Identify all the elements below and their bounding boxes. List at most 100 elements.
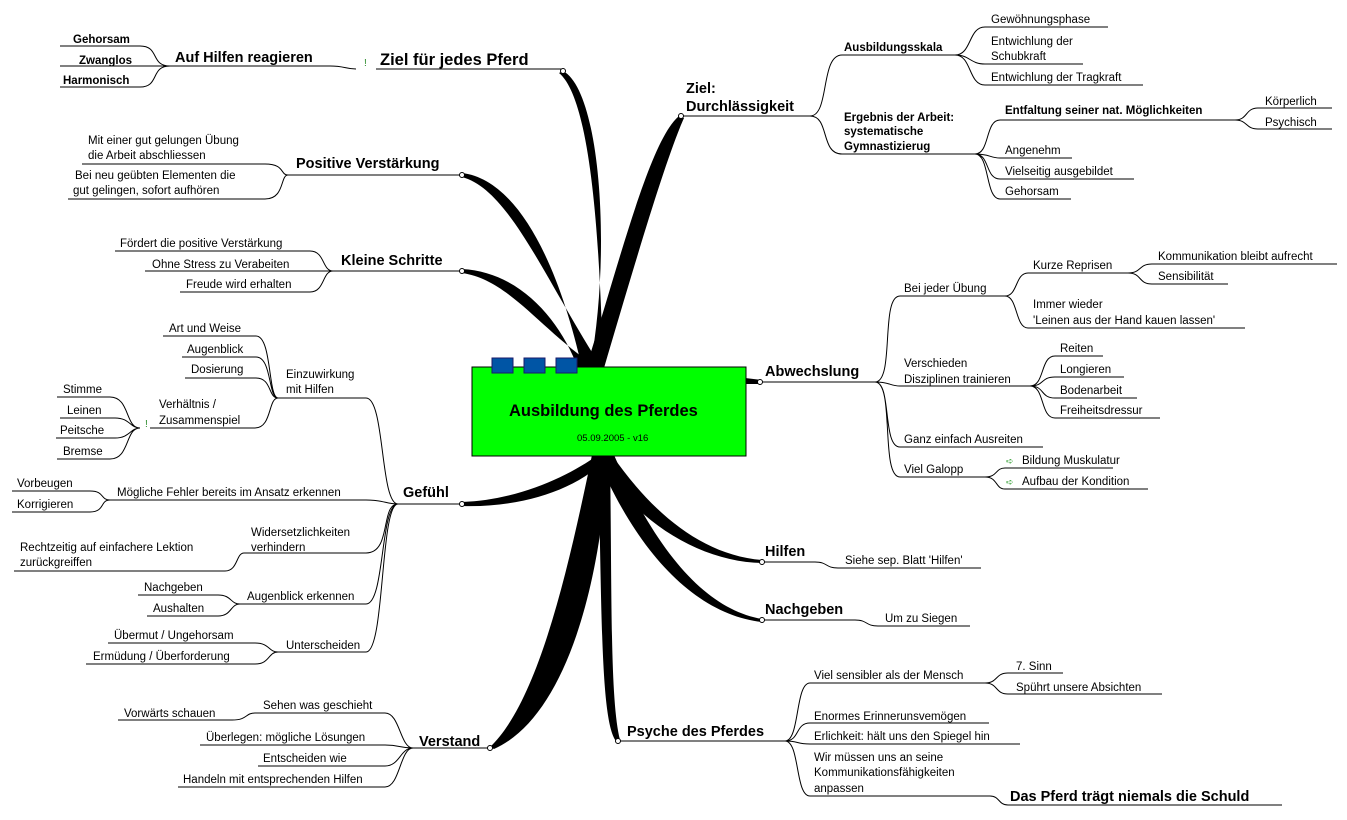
leaf-muskulatur[interactable]: Bildung Muskulatur <box>1022 455 1120 467</box>
leaf-stimme[interactable]: Stimme <box>63 384 102 396</box>
leaf-art-weise[interactable]: Art und Weise <box>169 323 241 335</box>
leaf-schubkraft-a[interactable]: Entwichlung der <box>991 36 1073 48</box>
leaf-gehorsam-right[interactable]: Gehorsam <box>1005 186 1059 198</box>
leaf-siebter-sinn[interactable]: 7. Sinn <box>1016 661 1052 673</box>
topic-hilfen-label[interactable]: Hilfen <box>765 544 805 560</box>
topic-gefuehl-label[interactable]: Gefühl <box>403 485 449 501</box>
leaf-reiten[interactable]: Reiten <box>1060 343 1093 355</box>
topic-abwechslung-label[interactable]: Abwechslung <box>765 364 859 380</box>
leaf-erlichkeit[interactable]: Erlichkeit: hält uns den Spiegel hin <box>814 731 990 743</box>
node-ergebnis-b[interactable]: systematische <box>844 126 923 138</box>
node-augenblick-erkennen[interactable]: Augenblick erkennen <box>247 591 354 603</box>
leaf-kleine-2[interactable]: Ohne Stress zu Verabeiten <box>152 259 289 271</box>
leaf-kleine-1[interactable]: Fördert die positive Verstärkung <box>120 238 282 250</box>
leaf-kleine-3[interactable]: Freude wird erhalten <box>186 279 291 291</box>
leaf-angenehm[interactable]: Angenehm <box>1005 145 1061 157</box>
leaf-bremse[interactable]: Bremse <box>63 446 103 458</box>
leaf-vielseitig[interactable]: Vielseitig ausgebildet <box>1005 166 1114 178</box>
leaf-handeln[interactable]: Handeln mit entsprechenden Hilfen <box>183 774 363 786</box>
topic-ziel-right-b[interactable]: Durchlässigkeit <box>686 99 794 115</box>
node-disziplinen-b[interactable]: Disziplinen trainieren <box>904 374 1011 386</box>
topic-positive-label[interactable]: Positive Verstärkung <box>296 156 439 172</box>
node-sehen[interactable]: Sehen was geschieht <box>263 700 373 712</box>
topic-kleine[interactable]: Kleine Schritte Fördert die positive Ver… <box>115 238 465 293</box>
node-ausbildungsskala[interactable]: Ausbildungsskala <box>844 42 943 54</box>
topic-verstand[interactable]: Verstand Sehen was geschieht Vorwärts sc… <box>118 700 493 788</box>
leaf-kommunikation[interactable]: Kommunikation bleibt aufrecht <box>1158 251 1313 263</box>
topic-ziel-pferd-label[interactable]: Ziel für jedes Pferd <box>380 51 529 69</box>
central-topic[interactable]: Ausbildung des Pferdes 05.09.2005 - v16 <box>471 357 747 457</box>
leaf-tragkraft[interactable]: Entwichlung der Tragkraft <box>991 72 1122 84</box>
node-einzuwirkung-b[interactable]: mit Hilfen <box>286 384 334 396</box>
leaf-ueberlegen[interactable]: Überlegen: mögliche Lösungen <box>206 732 365 744</box>
node-disziplinen-a[interactable]: Verschieden <box>904 358 967 370</box>
node-bei-jeder-uebung[interactable]: Bei jeder Übung <box>904 283 986 295</box>
topic-positive[interactable]: Positive Verstärkung Mit einer gut gelun… <box>68 135 465 200</box>
leaf-rechtzeitig-a[interactable]: Rechtzeitig auf einfachere Lektion <box>20 542 193 554</box>
node-einzuwirkung-a[interactable]: Einzuwirkung <box>286 369 354 381</box>
leaf-koerperlich[interactable]: Körperlich <box>1265 96 1317 108</box>
topic-nachgeben-label[interactable]: Nachgeben <box>765 602 843 618</box>
leaf-erinnerung[interactable]: Enormes Erinnerunsvemögen <box>814 711 966 723</box>
node-ergebnis-a[interactable]: Ergebnis der Arbeit: <box>844 112 954 124</box>
node-verhaeltnis-b[interactable]: Zusammenspiel <box>159 415 240 427</box>
leaf-dosierung[interactable]: Dosierung <box>191 364 243 376</box>
central-topic-box[interactable] <box>471 366 747 457</box>
leaf-siehe-blatt[interactable]: Siehe sep. Blatt 'Hilfen' <box>845 555 963 567</box>
topic-ziel-right-a[interactable]: Ziel: <box>686 81 716 97</box>
leaf-psychisch[interactable]: Psychisch <box>1265 117 1317 129</box>
topic-nachgeben[interactable]: Nachgeben Um zu Siegen <box>759 602 971 627</box>
topic-psyche[interactable]: Psyche des Pferdes Viel sensibler als de… <box>615 661 1283 806</box>
leaf-leinen[interactable]: Leinen <box>67 405 102 417</box>
node-anpassen-a[interactable]: Wir müssen uns an seine <box>814 752 943 764</box>
topic-abwechslung[interactable]: Abwechslung Bei jeder Übung Kurze Repris… <box>757 251 1338 490</box>
topic-gefuehl[interactable]: Gefühl Einzuwirkung mit Hilfen Art und W… <box>12 323 465 665</box>
leaf-longieren[interactable]: Longieren <box>1060 364 1111 376</box>
node-widersetz-b[interactable]: verhindern <box>251 542 305 554</box>
node-anpassen-b[interactable]: Kommunikationsfähigkeiten <box>814 767 955 779</box>
leaf-uebermut[interactable]: Übermut / Ungehorsam <box>114 630 234 642</box>
leaf-absichten[interactable]: Spührt unsere Absichten <box>1016 682 1141 694</box>
leaf-korrigieren[interactable]: Korrigieren <box>17 499 73 511</box>
node-ausreiten[interactable]: Ganz einfach Ausreiten <box>904 434 1023 446</box>
leaf-um-zu-siegen[interactable]: Um zu Siegen <box>885 613 957 625</box>
leaf-immer-a[interactable]: Immer wieder <box>1033 299 1103 311</box>
topic-psyche-label[interactable]: Psyche des Pferdes <box>627 724 764 740</box>
leaf-positive-2a[interactable]: Bei neu geübten Elementen die <box>75 170 235 182</box>
leaf-gehorsam[interactable]: Gehorsam <box>73 34 130 46</box>
leaf-positive-1b[interactable]: die Arbeit abschliessen <box>88 150 206 162</box>
subtopic-hilfen-reagieren[interactable]: Auf Hilfen reagieren <box>175 50 313 66</box>
leaf-aushalten[interactable]: Aushalten <box>153 603 204 615</box>
leaf-harmonisch[interactable]: Harmonisch <box>63 75 129 87</box>
leaf-positive-1a[interactable]: Mit einer gut gelungen Übung <box>88 135 239 147</box>
leaf-schuld[interactable]: Das Pferd trägt niemals die Schuld <box>1010 789 1249 805</box>
node-widersetz-a[interactable]: Widersetzlichkeiten <box>251 527 350 539</box>
node-sensibler[interactable]: Viel sensibler als der Mensch <box>814 670 963 682</box>
node-ergebnis-c[interactable]: Gymnastizierug <box>844 141 930 153</box>
node-kurze-reprisen[interactable]: Kurze Reprisen <box>1033 260 1112 272</box>
leaf-vorbeugen[interactable]: Vorbeugen <box>17 478 73 490</box>
topic-verstand-label[interactable]: Verstand <box>419 734 480 750</box>
topic-ziel-right[interactable]: Ziel: Durchlässigkeit Ausbildungsskala G… <box>678 14 1333 200</box>
leaf-freiheitsdressur[interactable]: Freiheitsdressur <box>1060 405 1143 417</box>
leaf-immer-b[interactable]: 'Leinen aus der Hand kauen lassen' <box>1033 315 1215 327</box>
node-viel-galopp[interactable]: Viel Galopp <box>904 464 963 476</box>
leaf-vorwaerts[interactable]: Vorwärts schauen <box>124 708 215 720</box>
leaf-augenblick[interactable]: Augenblick <box>187 344 244 356</box>
leaf-schubkraft-b[interactable]: Schubkraft <box>991 51 1047 63</box>
node-anpassen-c[interactable]: anpassen <box>814 783 864 795</box>
leaf-gewoehnung[interactable]: Gewöhnungsphase <box>991 14 1090 26</box>
node-entfaltung[interactable]: Entfaltung seiner nat. Möglichkeiten <box>1005 105 1202 117</box>
leaf-sensibilitaet[interactable]: Sensibilität <box>1158 271 1214 283</box>
topic-kleine-label[interactable]: Kleine Schritte <box>341 253 443 269</box>
topic-hilfen[interactable]: Hilfen Siehe sep. Blatt 'Hilfen' <box>759 544 982 569</box>
leaf-ermuedung[interactable]: Ermüdung / Überforderung <box>93 651 230 663</box>
leaf-peitsche[interactable]: Peitsche <box>60 425 104 437</box>
topic-ziel-pferd[interactable]: Ziel für jedes Pferd ! Auf Hilfen reagie… <box>60 34 566 88</box>
leaf-nachgeben[interactable]: Nachgeben <box>144 582 203 594</box>
leaf-entscheiden[interactable]: Entscheiden wie <box>263 753 347 765</box>
node-unterscheiden[interactable]: Unterscheiden <box>286 640 360 652</box>
node-fehler[interactable]: Mögliche Fehler bereits im Ansatz erkenn… <box>117 487 341 499</box>
leaf-bodenarbeit[interactable]: Bodenarbeit <box>1060 385 1123 397</box>
node-verhaeltnis-a[interactable]: Verhältnis / <box>159 399 217 411</box>
